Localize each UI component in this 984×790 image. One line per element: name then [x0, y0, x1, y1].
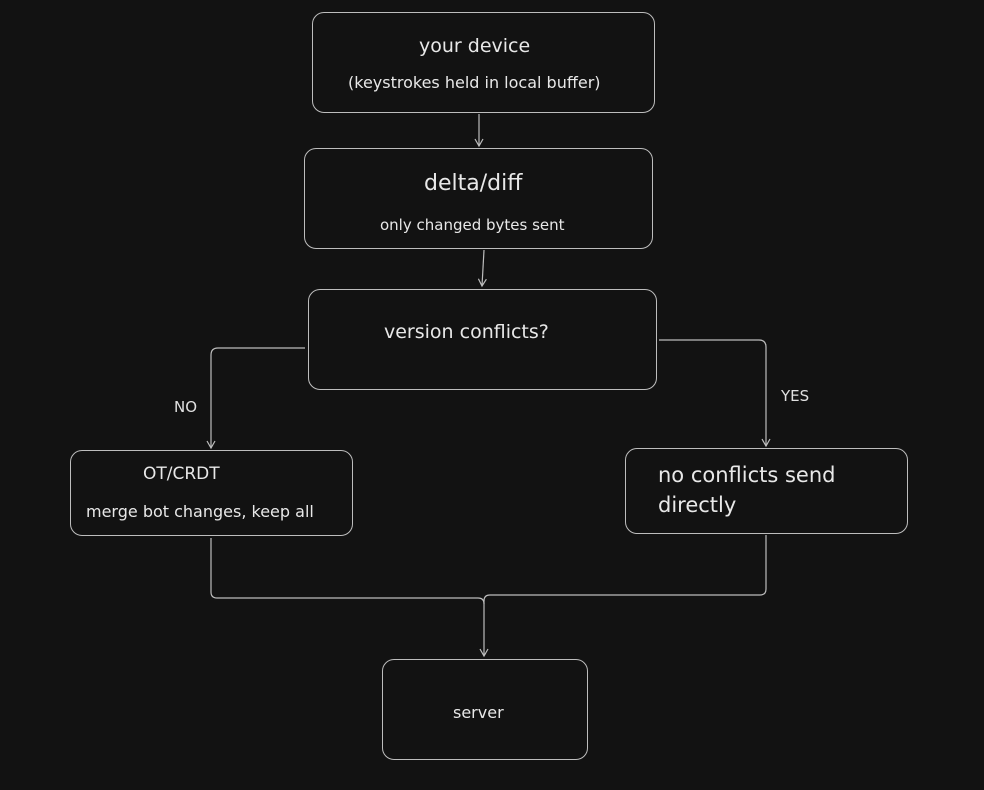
edge-delta-to-decision [477, 249, 487, 288]
edge-decision-to-direct [659, 339, 771, 448]
node-ot-crdt-subtitle: merge bot changes, keep all [86, 502, 314, 521]
node-your-device-title: your device [419, 35, 531, 57]
node-server-title: server [453, 703, 504, 722]
node-delta-diff-title: delta/diff [424, 171, 523, 196]
edge-label-no: NO [174, 398, 198, 416]
node-delta-diff: delta/diff only changed bytes sent [304, 148, 653, 249]
node-your-device: your device (keystrokes held in local bu… [312, 12, 655, 113]
node-your-device-subtitle: (keystrokes held in local buffer) [348, 73, 601, 92]
edge-decision-to-otcrdt [206, 347, 305, 450]
node-send-directly-line2: directly [658, 493, 737, 517]
node-delta-diff-subtitle: only changed bytes sent [380, 216, 565, 234]
node-server: server [382, 659, 588, 760]
node-ot-crdt-title: OT/CRDT [143, 464, 220, 484]
node-send-directly-line1: no conflicts send [658, 463, 836, 487]
edge-direct-to-merge [483, 535, 767, 602]
node-version-conflicts-title: version conflicts? [384, 321, 549, 343]
node-send-directly: no conflicts send directly [625, 448, 908, 534]
edge-label-yes: YES [781, 387, 810, 405]
edge-otcrdt-to-merge [210, 538, 485, 605]
node-ot-crdt: OT/CRDT merge bot changes, keep all [70, 450, 353, 536]
node-version-conflicts: version conflicts? [308, 289, 657, 390]
